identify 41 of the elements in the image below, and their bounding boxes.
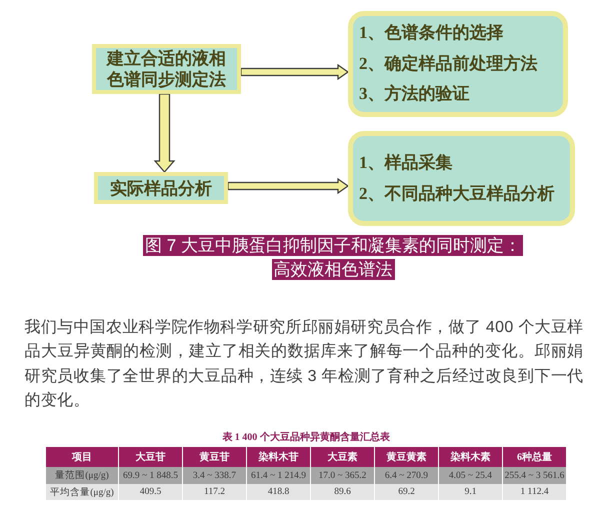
table-cell: 1 112.4 xyxy=(502,484,566,500)
header-cell: 6种总量 xyxy=(502,447,566,467)
list-item: 2、不同品种大豆样品分析 xyxy=(358,182,556,204)
body-paragraph: 我们与中国农业科学院作物科学研究所邱丽娟研究员合作，做了 400 个大豆样品大豆异黄酮的检测，建立了相关的数据库来了解每一个品种的变化。邱丽娟研究员收集了全世界的大豆品种，连续 3 年检测了育种之后经过改良到下一代的变化。 xyxy=(24,318,584,411)
header-cell: 染料木素 xyxy=(438,447,502,467)
table-cell: 3.4 ~ 338.7 xyxy=(182,467,246,484)
table-cell: 量范围(μg/g) xyxy=(46,467,118,484)
process-box xyxy=(94,172,228,204)
header-cell: 大豆苷 xyxy=(118,447,182,467)
rounded-box xyxy=(348,131,575,226)
list-item: 2、确定样品前处理方法 xyxy=(358,52,538,75)
block-arrow xyxy=(227,178,350,194)
table-cell: 409.5 xyxy=(118,484,182,500)
header-cell: 染料木苷 xyxy=(246,447,310,467)
list-item: 3、方法的验证 xyxy=(358,83,470,106)
table-title: 表 1 400 个大豆品种异黄酮含量汇总表 xyxy=(221,431,391,445)
table-cell: 9.1 xyxy=(438,484,502,500)
table-cell: 89.6 xyxy=(310,484,374,500)
table-cell: 6.4 ~ 270.9 xyxy=(374,467,438,484)
block-arrow xyxy=(240,64,350,80)
table-cell: 平均含量(μg/g) xyxy=(46,484,118,500)
table-cell: 17.0 ~ 365.2 xyxy=(310,467,374,484)
table-cell: 61.4 ~ 1 214.9 xyxy=(246,467,310,484)
header-cell: 项目 xyxy=(46,447,118,467)
table-cell: 69.2 xyxy=(374,484,438,500)
block-arrow xyxy=(154,93,176,173)
table-cell: 69.9 ~ 1 848.5 xyxy=(118,467,182,484)
table-cell: 418.8 xyxy=(246,484,310,500)
rounded-box xyxy=(348,11,568,117)
table-cell: 255.4 ~ 3 561.6 xyxy=(502,467,566,484)
list-item: 1、样品采集 xyxy=(358,152,454,174)
step-text: 实际样品分析 xyxy=(109,178,213,198)
list-item: 1、色谱条件的选择 xyxy=(358,22,504,44)
step-text: 建立合适的液相色谱同步测定法 xyxy=(105,48,227,90)
header-cell: 大豆素 xyxy=(310,447,374,467)
figure-caption: 图 7 大豆中胰蛋白抑制因子和凝集素的同时测定：高效液相色谱法 xyxy=(142,234,524,282)
table-cell: 117.2 xyxy=(182,484,246,500)
process-box xyxy=(92,44,241,94)
header-cell: 黄豆苷 xyxy=(182,447,246,467)
header-cell: 黄豆黄素 xyxy=(374,447,438,467)
table-cell: 4.05 ~ 25.4 xyxy=(438,467,502,484)
